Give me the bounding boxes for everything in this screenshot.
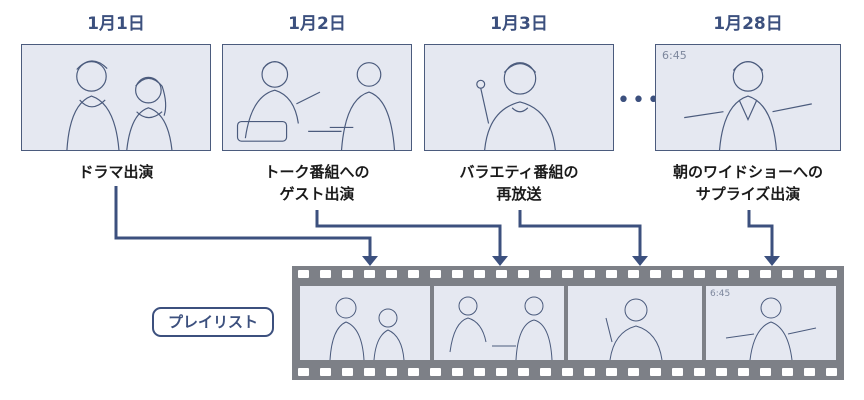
sprocket-hole	[716, 270, 727, 278]
connector-arrow-4	[747, 210, 774, 258]
sprocket-hole	[430, 368, 441, 376]
sprocket-hole	[606, 368, 617, 376]
sprocket-hole	[694, 368, 705, 376]
sprocket-hole	[430, 270, 441, 278]
panel-date: 1月28日	[713, 14, 783, 34]
sprocket-hole	[452, 270, 463, 278]
scene-thumbnail-talk	[222, 44, 412, 151]
sprocket-hole	[364, 368, 375, 376]
morning-show-illustration	[684, 61, 812, 150]
ellipsis: •••	[617, 88, 662, 113]
film-frame-drama	[300, 286, 430, 360]
sprocket-hole	[540, 270, 551, 278]
couple-illustration	[329, 297, 405, 360]
sprocket-hole	[496, 368, 507, 376]
caption-line: トーク番組への	[264, 163, 370, 181]
sprocket-hole	[672, 270, 683, 278]
sprocket-hole	[320, 368, 331, 376]
panel-caption: 朝のワイドショーへの サプライズ出演	[640, 161, 856, 205]
sprocket-hole	[716, 368, 727, 376]
timestamp-overlay: 6:45	[710, 289, 731, 299]
sprocket-hole	[342, 368, 353, 376]
sprocket-hole	[826, 270, 837, 278]
sprocket-hole	[606, 270, 617, 278]
panel-date: 1月3日	[490, 14, 548, 34]
sprocket-hole	[364, 270, 375, 278]
couple-illustration	[66, 60, 173, 150]
sprocket-hole	[584, 270, 595, 278]
sprocket-hole	[628, 368, 639, 376]
sprocket-hole	[474, 368, 485, 376]
sprocket-hole	[782, 368, 793, 376]
scene-thumbnail-morning: 6:45	[655, 44, 841, 151]
panel-date: 1月1日	[87, 14, 145, 34]
caption-line: ドラマ出演	[78, 163, 154, 181]
sprocket-hole	[298, 270, 309, 278]
sprocket-hole	[650, 368, 661, 376]
caption-line: 再放送	[496, 185, 542, 203]
talk-show-illustration	[236, 61, 396, 150]
sprocket-hole	[738, 270, 749, 278]
sprocket-hole	[738, 368, 749, 376]
sprocket-hole	[804, 368, 815, 376]
sprocket-hole	[672, 368, 683, 376]
caption-line: ゲスト出演	[279, 185, 355, 203]
arrowhead-2	[492, 256, 508, 266]
arrowhead-4	[764, 256, 780, 266]
variety-illustration	[476, 62, 556, 150]
sprocket-hole	[452, 368, 463, 376]
variety-illustration	[605, 298, 663, 360]
sprocket-hole	[518, 270, 529, 278]
panel-caption: バラエティ番組の 再放送	[424, 161, 614, 205]
sprocket-hole	[408, 368, 419, 376]
film-sprocket-holes-top	[292, 270, 844, 278]
sprocket-hole	[584, 368, 595, 376]
sprocket-hole	[628, 270, 639, 278]
sprocket-hole	[562, 368, 573, 376]
connector-arrow-2	[315, 210, 502, 258]
arrowhead-3	[632, 256, 648, 266]
scene-thumbnail-variety	[424, 44, 614, 151]
panel-caption: トーク番組への ゲスト出演	[222, 161, 412, 205]
sprocket-hole	[342, 270, 353, 278]
sprocket-hole	[650, 270, 661, 278]
playlist-label: プレイリスト	[152, 307, 274, 337]
connector-arrow-3	[518, 210, 642, 258]
talk-show-illustration	[449, 296, 553, 360]
panel-caption: ドラマ出演	[21, 161, 211, 183]
sprocket-hole	[518, 368, 529, 376]
sprocket-hole	[298, 368, 309, 376]
caption-line: バラエティ番組の	[459, 163, 579, 181]
scene-thumbnail-drama	[21, 44, 211, 151]
caption-line: サプライズ出演	[695, 185, 801, 203]
film-strip: 6:45	[292, 266, 844, 380]
caption-line: 朝のワイドショーへの	[672, 163, 823, 181]
morning-show-illustration	[725, 297, 817, 360]
sprocket-hole	[760, 270, 771, 278]
sprocket-hole	[408, 270, 419, 278]
sprocket-hole	[474, 270, 485, 278]
sprocket-hole	[562, 270, 573, 278]
film-frame-variety	[568, 286, 702, 360]
sprocket-hole	[386, 270, 397, 278]
sprocket-hole	[826, 368, 837, 376]
film-sprocket-holes-bottom	[292, 368, 844, 376]
panel-date: 1月2日	[288, 14, 346, 34]
connector-arrow-1	[114, 186, 372, 258]
film-frame-talk	[434, 286, 564, 360]
film-frame-morning: 6:45	[706, 286, 836, 360]
sprocket-hole	[496, 270, 507, 278]
sprocket-hole	[760, 368, 771, 376]
sprocket-hole	[782, 270, 793, 278]
sprocket-hole	[694, 270, 705, 278]
sprocket-hole	[804, 270, 815, 278]
sprocket-hole	[386, 368, 397, 376]
arrowhead-1	[362, 256, 378, 266]
sprocket-hole	[540, 368, 551, 376]
timestamp-overlay: 6:45	[662, 49, 687, 62]
sprocket-hole	[320, 270, 331, 278]
